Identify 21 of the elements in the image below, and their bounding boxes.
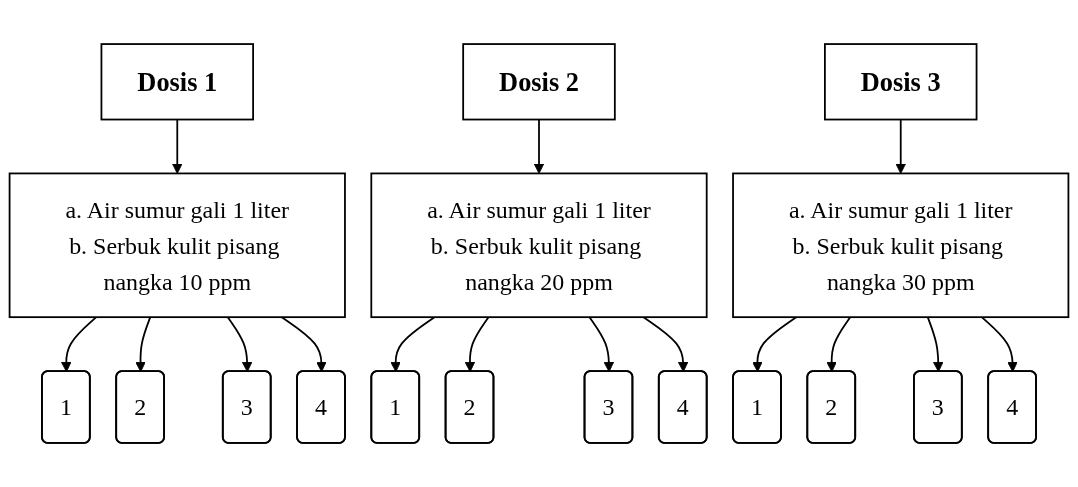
arrow <box>752 316 798 373</box>
arrow <box>642 316 689 373</box>
arrow <box>280 316 327 373</box>
node-box: Dosis 2 <box>462 43 616 121</box>
arrow <box>135 316 152 373</box>
arrow <box>226 316 253 373</box>
arrow <box>61 316 98 373</box>
arrow <box>926 316 944 373</box>
arrow <box>588 316 615 373</box>
arrow <box>390 316 436 373</box>
arrow <box>826 316 852 373</box>
arrow <box>172 118 183 174</box>
node-box: a. Air sumur gali 1 liter b. Serbuk kulit pisang nangka 20 ppm <box>370 172 708 319</box>
arrow <box>980 316 1018 373</box>
node-box: a. Air sumur gali 1 liter b. Serbuk kulit pisang nangka 30 ppm <box>732 172 1070 319</box>
arrow <box>895 118 906 174</box>
arrow <box>464 316 490 373</box>
node-box: Dosis 1 <box>100 43 254 121</box>
node-box: Dosis 3 <box>824 43 978 121</box>
node-box: a. Air sumur gali 1 liter b. Serbuk kulit pisang nangka 10 ppm <box>8 172 346 319</box>
arrow <box>533 118 545 174</box>
